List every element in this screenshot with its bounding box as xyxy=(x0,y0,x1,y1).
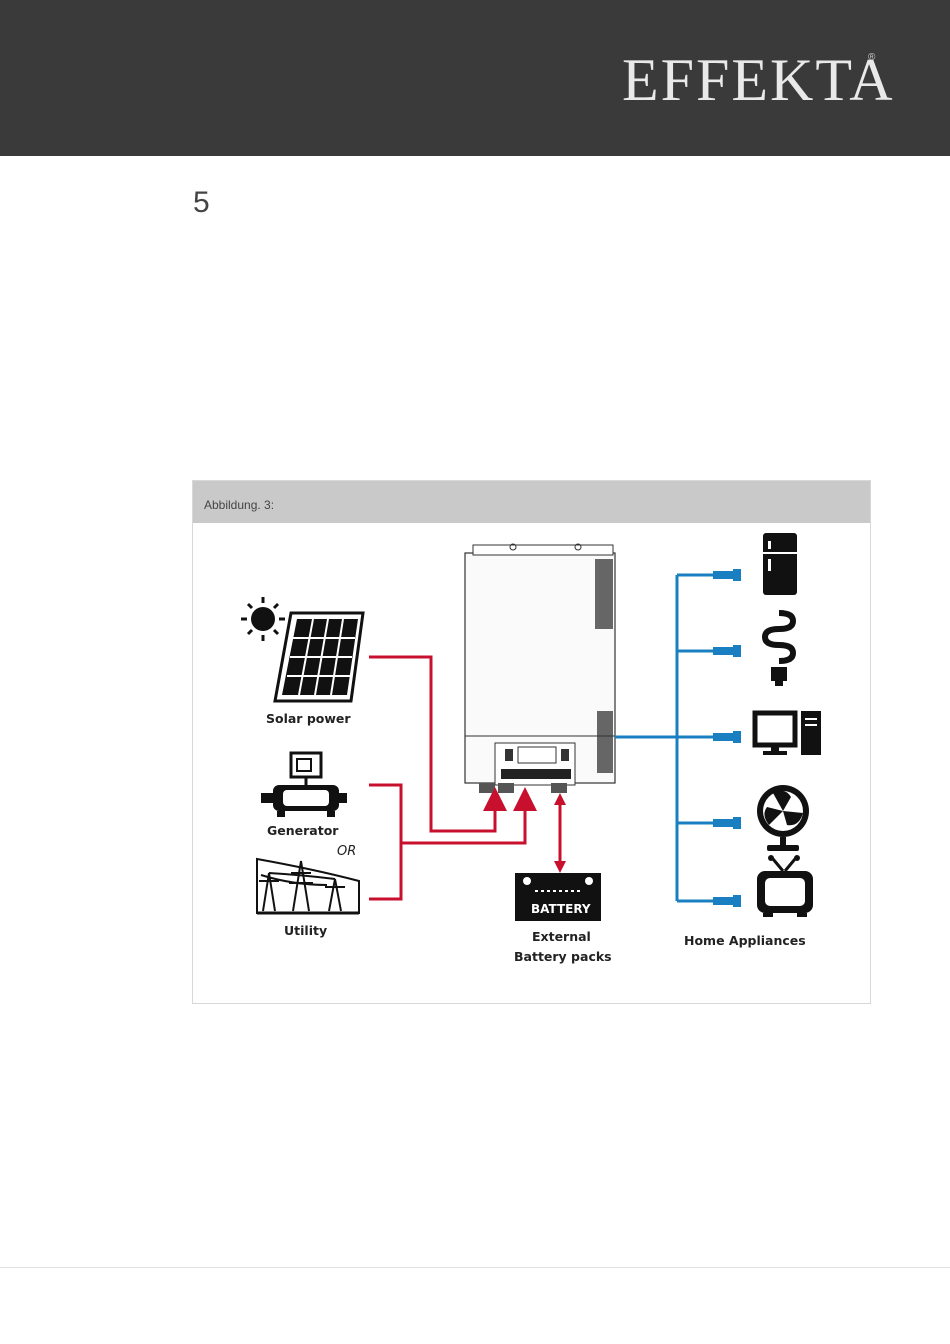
fridge-icon xyxy=(763,533,797,595)
battery-front-label: BATTERY xyxy=(531,902,591,916)
computer-icon xyxy=(755,711,821,755)
solar-label: Solar power xyxy=(266,711,351,726)
battery-icon: BATTERY xyxy=(515,873,601,921)
television-icon xyxy=(757,855,813,917)
solar-panel-icon xyxy=(275,613,363,701)
generator-label: Generator xyxy=(267,823,339,838)
battery-label-line2: Battery packs xyxy=(514,949,612,964)
system-diagram: Solar power Generator OR xyxy=(193,481,872,1005)
or-label: OR xyxy=(337,844,356,859)
page-header: EFFEKTA ® xyxy=(0,0,950,156)
figure-box: Abbildung. 3: xyxy=(192,480,871,1004)
appliance-plugs xyxy=(713,569,741,907)
appliances-label: Home Appliances xyxy=(684,933,806,948)
light-bulb-icon xyxy=(765,613,793,686)
sun-icon xyxy=(241,597,285,641)
footer-divider xyxy=(0,1267,950,1268)
utility-pylons-icon xyxy=(257,859,359,913)
generator-icon xyxy=(261,753,347,817)
brand-logo: EFFEKTA xyxy=(622,50,895,110)
utility-label: Utility xyxy=(284,923,327,938)
page-number: 5 xyxy=(193,186,210,220)
fan-icon xyxy=(757,785,809,851)
battery-label-line1: External xyxy=(532,929,591,944)
registered-mark: ® xyxy=(868,52,875,63)
inverter-unit xyxy=(465,544,615,793)
